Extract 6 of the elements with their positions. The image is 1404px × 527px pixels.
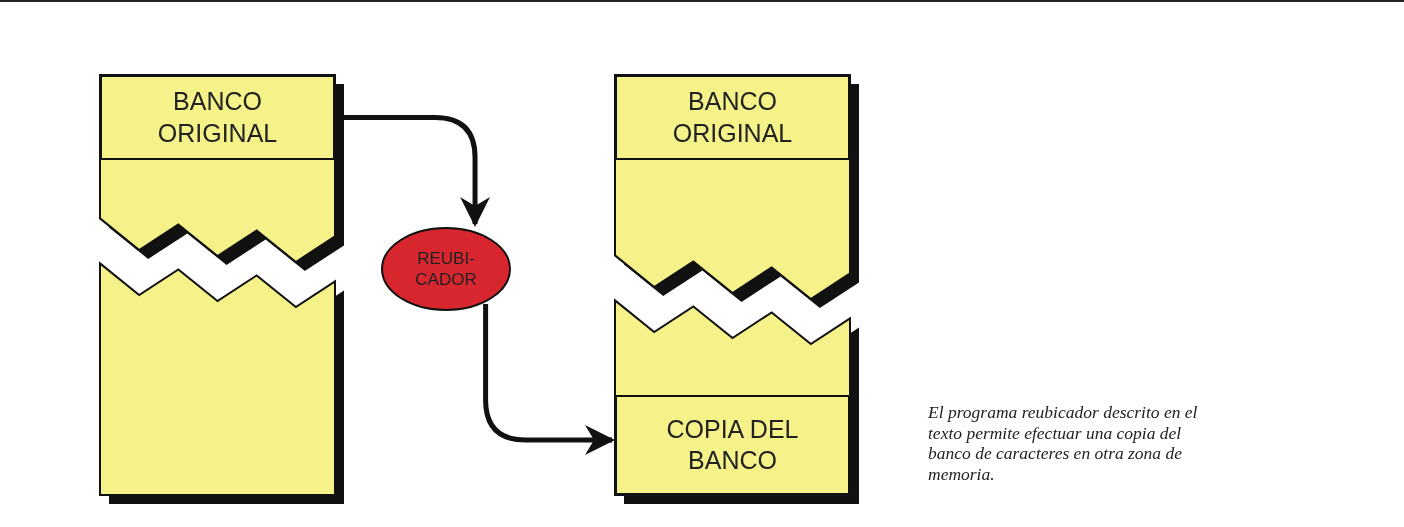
arrow [483, 304, 615, 455]
memory-block: BANCO ORIGINAL [100, 75, 335, 160]
node-label: REUBI- CADOR [414, 247, 478, 291]
memory-block: COPIA DEL BANCO [615, 395, 850, 495]
caption: El programa reubicador descrito en el texto permite efectuar una copia del banco de caracteres en otra zona de memoria. [928, 402, 1199, 485]
memory-block: BANCO ORIGINAL [615, 75, 850, 160]
